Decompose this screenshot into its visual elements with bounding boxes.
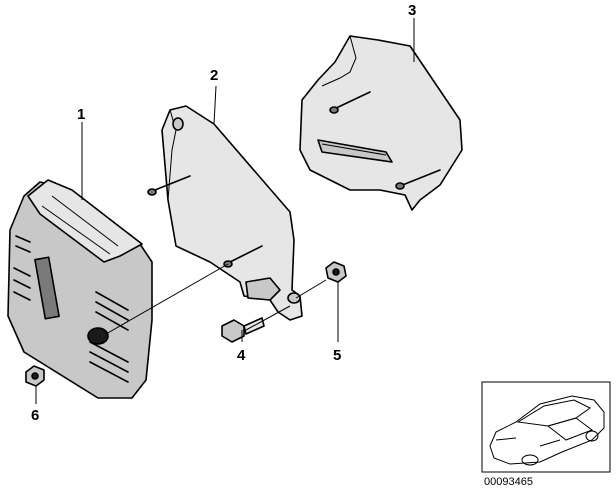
- nut-part-6: [25, 365, 45, 387]
- mounting-bracket-part-2: [147, 105, 303, 321]
- car-silhouette: [489, 395, 605, 466]
- nut-part-5: [295, 261, 347, 299]
- control-unit-part-1: [7, 179, 229, 399]
- callout-5: 5: [333, 347, 341, 364]
- bolt-part-4: [221, 305, 291, 343]
- cooling-fins-left: [13, 235, 31, 301]
- catalog-number: 00093465: [484, 476, 533, 488]
- callout-6: 6: [31, 407, 39, 424]
- vehicle-locator-inset: [481, 381, 611, 473]
- callout-1: 1: [77, 106, 85, 123]
- leader-lines: [35, 18, 415, 404]
- callout-2: 2: [210, 67, 218, 84]
- cover-plate-part-3: [299, 35, 463, 211]
- callout-3: 3: [408, 2, 416, 19]
- callout-4: 4: [237, 347, 246, 364]
- cooling-fins-right: [89, 291, 129, 383]
